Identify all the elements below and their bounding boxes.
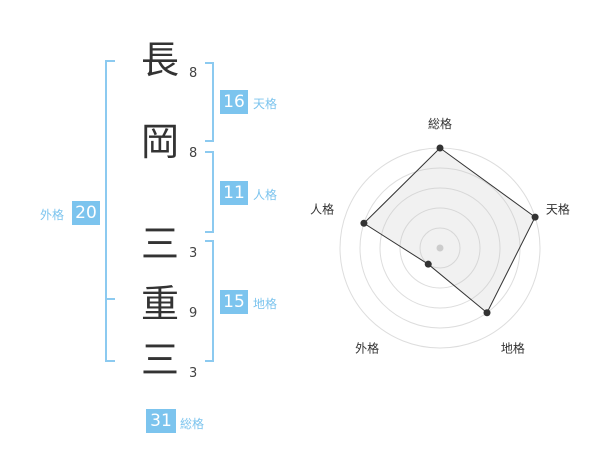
stroke-count-3: 3	[189, 246, 198, 261]
radar-axis-label-1: 天格	[546, 202, 570, 217]
radar-point-0	[436, 144, 444, 152]
tenkaku-badge: 16	[220, 90, 248, 114]
jinkaku-label: 人格	[253, 188, 278, 202]
stroke-count-2: 8	[189, 146, 198, 161]
radar-axis-label-2: 地格	[501, 340, 525, 355]
chikaku-badge: 15	[220, 290, 248, 314]
radar-point-1	[531, 213, 539, 221]
tenkaku-bracket	[205, 62, 214, 142]
tenkaku-label: 天格	[253, 97, 278, 111]
soukaku-badge: 31	[146, 409, 176, 433]
name-char-1: 長	[140, 38, 179, 82]
radar-point-3	[424, 260, 432, 268]
radar-ring-1	[419, 227, 461, 269]
radar-axis-label-4: 人格	[310, 202, 334, 217]
chikaku-label: 地格	[253, 297, 278, 311]
jinkaku-bracket	[205, 151, 214, 233]
jinkaku-badge: 11	[220, 181, 248, 205]
radar-points	[360, 144, 539, 317]
radar-center-dot	[436, 244, 444, 252]
stroke-count-1: 8	[189, 66, 198, 81]
name-char-3: 三	[140, 222, 179, 266]
name-char-5: 三	[140, 338, 179, 382]
radar-axis-label-3: 外格	[355, 340, 379, 355]
radar-point-2	[483, 309, 491, 317]
soukaku-label: 総格	[180, 417, 205, 431]
gaikaku-bracket-tick	[105, 298, 115, 300]
gaikaku-bracket	[105, 60, 115, 362]
gaikaku-badge: 20	[72, 201, 100, 225]
radar-area	[363, 147, 536, 314]
radar-point-4	[360, 219, 368, 227]
radar-ring-3	[379, 187, 501, 309]
name-char-2: 岡	[140, 120, 179, 164]
chikaku-bracket	[205, 240, 214, 362]
radar-ring-2	[399, 207, 481, 289]
radar-axis-label-0: 総格	[428, 116, 452, 131]
stroke-count-4: 9	[189, 306, 198, 321]
gaikaku-label: 外格	[40, 208, 65, 222]
name-char-4: 重	[140, 282, 179, 326]
stroke-count-5: 3	[189, 366, 198, 381]
